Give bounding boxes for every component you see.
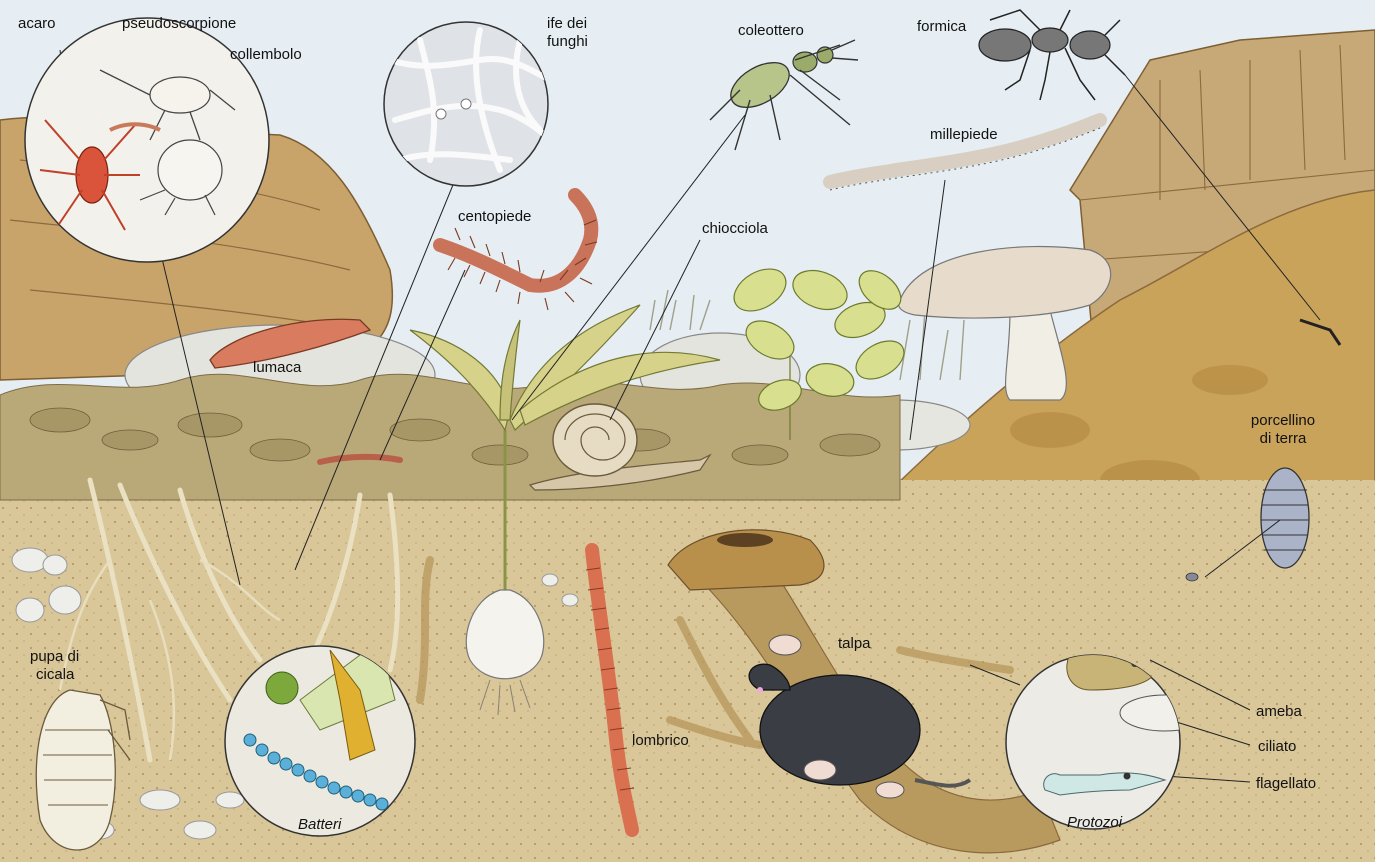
- inset-fungal-hyphae: [384, 22, 550, 186]
- label-lumaca: lumaca: [253, 359, 301, 376]
- label-porcellino-line1: porcellino: [1238, 412, 1328, 429]
- label-ife-line2: funghi: [547, 33, 588, 50]
- label-formica: formica: [917, 18, 966, 35]
- label-pupa-line1: pupa di: [30, 648, 79, 665]
- label-batteri: Batteri: [298, 816, 341, 833]
- label-protozoi: Protozoi: [1067, 814, 1122, 831]
- label-acaro: acaro: [18, 15, 56, 32]
- label-lombrico: lombrico: [632, 732, 689, 749]
- label-pseudoscorpione: pseudoscorpione: [122, 15, 236, 32]
- label-flagellato: flagellato: [1256, 775, 1316, 792]
- label-coleottero: coleottero: [738, 22, 804, 39]
- label-collembolo: collembolo: [230, 46, 302, 63]
- label-ciliato: ciliato: [1258, 738, 1296, 755]
- label-centopiede: centopiede: [458, 208, 531, 225]
- label-chiocciola: chiocciola: [702, 220, 768, 237]
- label-porcellino-line2: di terra: [1238, 430, 1328, 447]
- label-ameba: ameba: [1256, 703, 1302, 720]
- label-millepiede: millepiede: [930, 126, 998, 143]
- woodlouse: [1261, 468, 1309, 568]
- label-talpa: talpa: [838, 635, 871, 652]
- label-ife-line1: ife dei: [547, 15, 587, 32]
- label-pupa-line2: cicala: [36, 666, 74, 683]
